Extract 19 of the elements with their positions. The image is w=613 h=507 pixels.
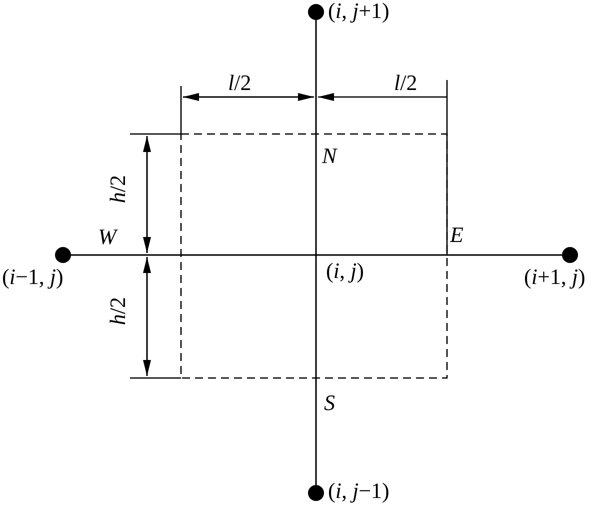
- point-label: (i−1, j): [2, 266, 64, 288]
- grid-line: [71, 254, 562, 256]
- text-label: W: [98, 226, 116, 248]
- point-label: (i, j+1): [328, 0, 390, 22]
- dimension-label: h/2: [107, 174, 130, 204]
- text-label: l/2: [394, 72, 418, 94]
- point-label: (i, j−1): [328, 480, 390, 502]
- grid-point: [562, 247, 578, 263]
- text-label: S: [324, 392, 335, 414]
- grid-line: [315, 20, 317, 485]
- text-label: (i, j): [326, 260, 364, 282]
- text-label: N: [322, 145, 337, 167]
- dimension-label: h/2: [107, 296, 130, 326]
- grid-point: [308, 4, 324, 20]
- grid-point: [308, 485, 324, 501]
- text-label: E: [450, 224, 464, 246]
- text-label: l/2: [228, 72, 252, 94]
- grid-point: [55, 247, 71, 263]
- point-label: (i+1, j): [524, 266, 586, 288]
